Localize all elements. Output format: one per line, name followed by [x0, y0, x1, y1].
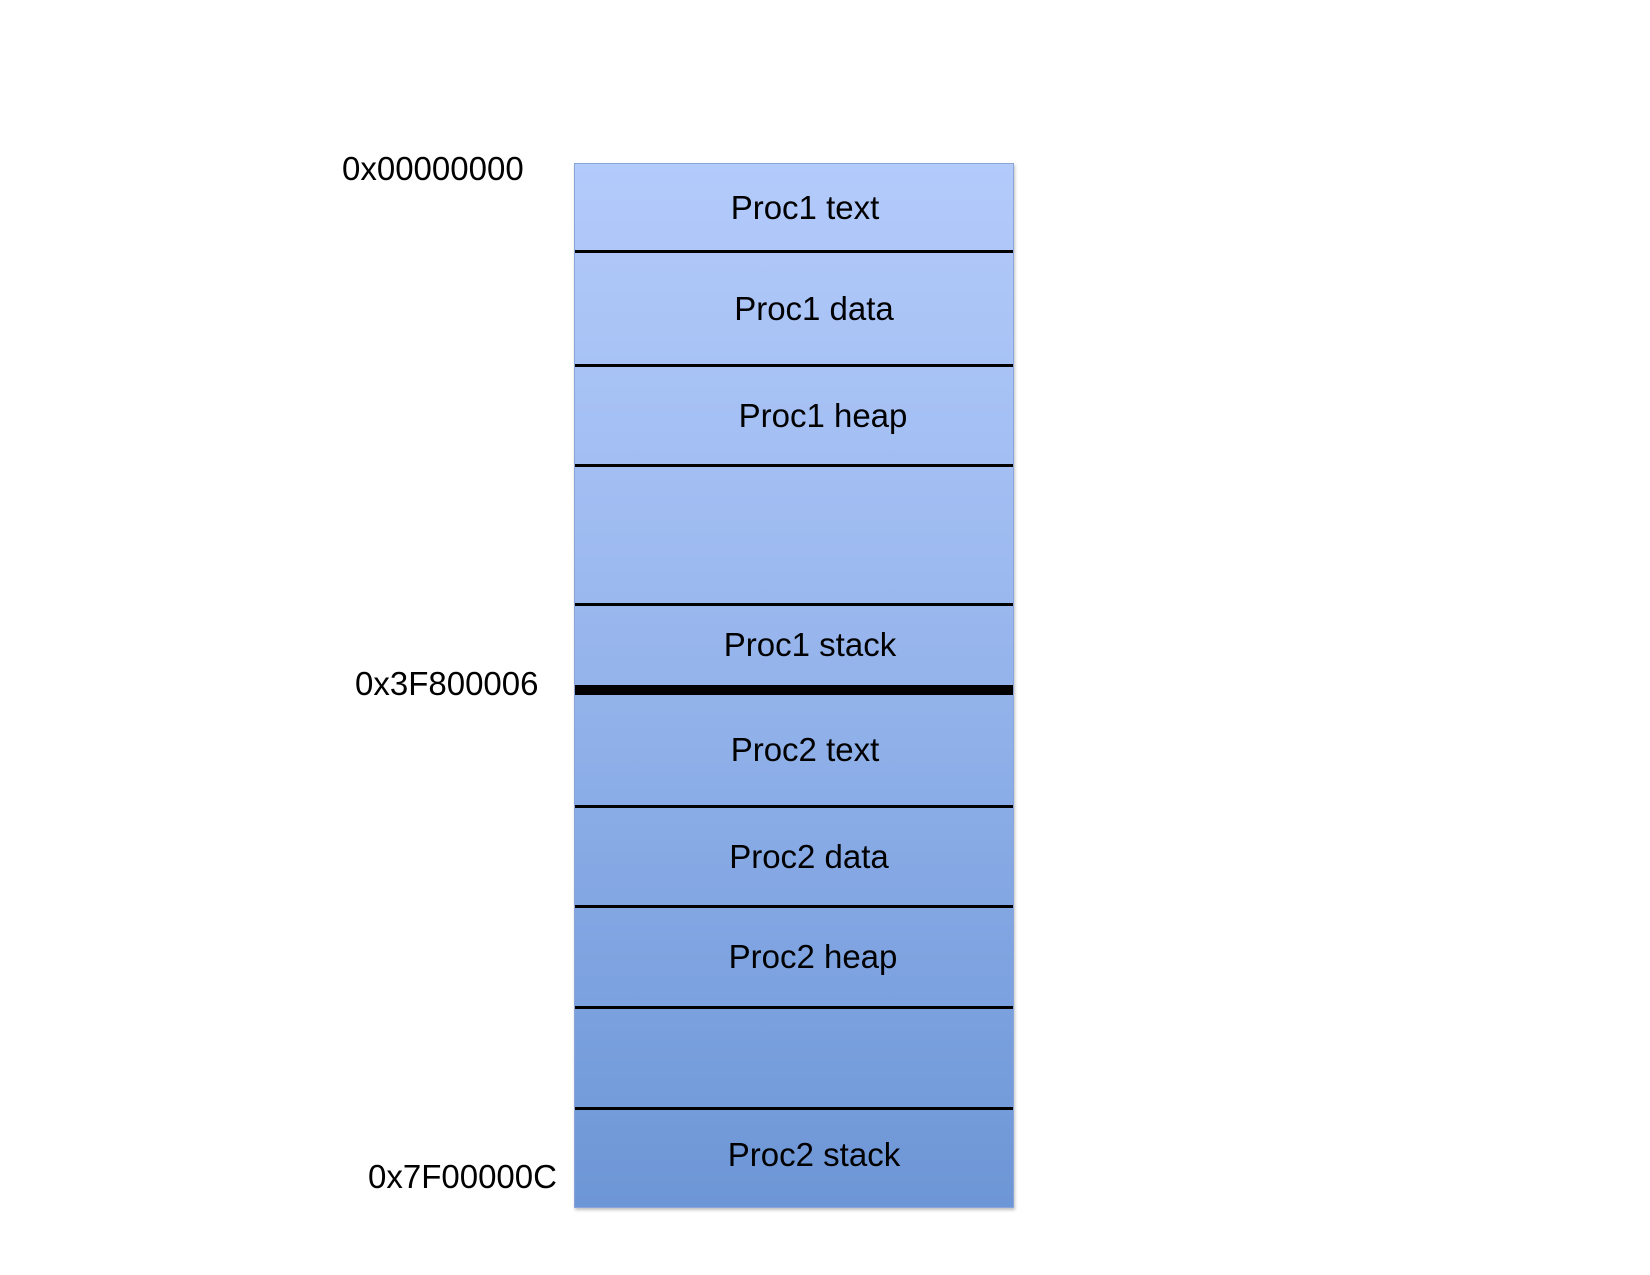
segment-proc2-data: Proc2 data — [575, 808, 1013, 905]
address-space-column: Proc1 text Proc1 data Proc1 heap Proc1 s… — [574, 163, 1014, 1208]
segment-proc2-stack: Proc2 stack — [575, 1110, 1013, 1199]
segment-label: Proc1 text — [730, 189, 880, 226]
segment-divider — [575, 1107, 1013, 1110]
address-bottom-label: 0x7F00000C — [368, 1158, 557, 1195]
segment-proc2-heap: Proc2 heap — [575, 908, 1013, 1006]
segment-divider — [575, 1006, 1013, 1009]
segment-label: Proc2 stack — [727, 1135, 901, 1173]
segment-divider — [575, 805, 1013, 808]
process-boundary-divider — [575, 685, 1013, 695]
segment-proc1-heap: Proc1 heap — [575, 367, 1013, 464]
segment-divider — [575, 603, 1013, 606]
segment-label: Proc2 data — [729, 837, 889, 875]
segment-divider — [575, 464, 1013, 467]
address-middle-label: 0x3F800006 — [355, 665, 539, 702]
segment-proc1-data: Proc1 data — [575, 253, 1013, 365]
segment-proc1-gap — [575, 467, 1013, 604]
segment-label: Proc2 heap — [728, 938, 898, 975]
segment-proc2-gap — [575, 1009, 1013, 1107]
address-top-label: 0x00000000 — [342, 150, 524, 187]
segment-proc2-text: Proc2 text — [575, 695, 1013, 805]
segment-proc1-text: Proc1 text — [575, 164, 1013, 252]
segment-proc1-stack: Proc1 stack — [575, 606, 1013, 684]
segment-label: Proc2 text — [730, 731, 880, 768]
segment-divider — [575, 905, 1013, 908]
segment-label: Proc1 data — [734, 290, 894, 327]
segment-divider — [575, 250, 1013, 253]
segment-divider — [575, 364, 1013, 367]
segment-label: Proc1 heap — [738, 396, 908, 434]
segment-label: Proc1 stack — [723, 626, 897, 663]
